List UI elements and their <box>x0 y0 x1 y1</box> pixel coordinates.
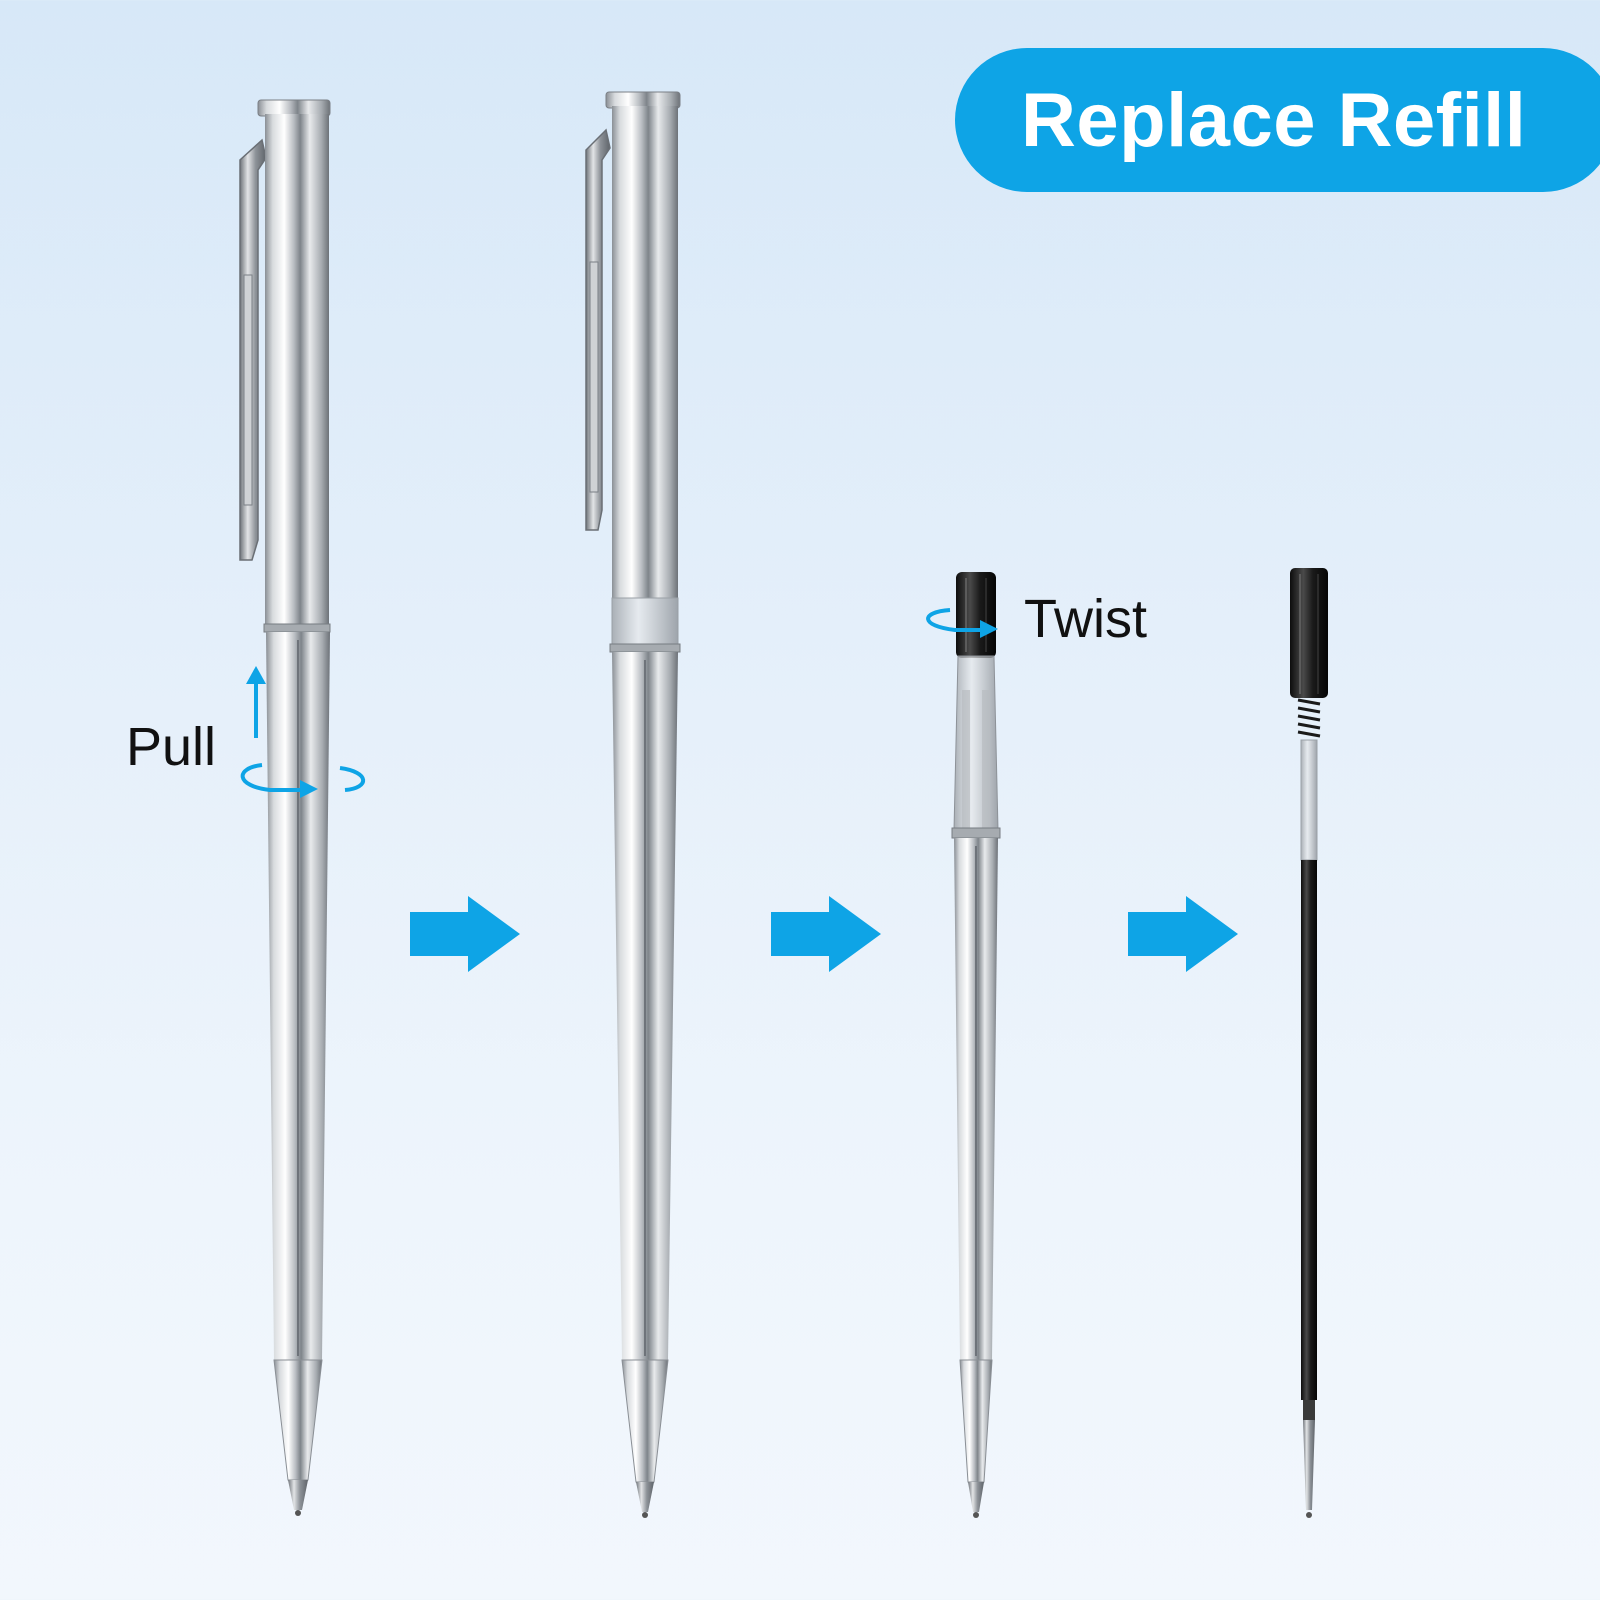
rotate-icon <box>926 608 998 638</box>
step-arrow-icon <box>1128 896 1238 972</box>
pen-closed <box>239 99 331 1516</box>
banner-title: Replace Refill <box>1021 77 1527 163</box>
step-arrow-icon <box>410 896 520 972</box>
title-banner: Replace Refill <box>955 48 1600 192</box>
twist-label: Twist <box>1024 589 1148 649</box>
step-arrow-icon <box>771 896 881 972</box>
pull-label: Pull <box>126 717 217 777</box>
pen-twist <box>951 572 1001 1518</box>
rotate-icon <box>240 763 366 798</box>
pen-refill <box>1290 568 1328 1518</box>
pull-annotation <box>240 666 366 798</box>
pen-separated <box>585 91 681 1518</box>
